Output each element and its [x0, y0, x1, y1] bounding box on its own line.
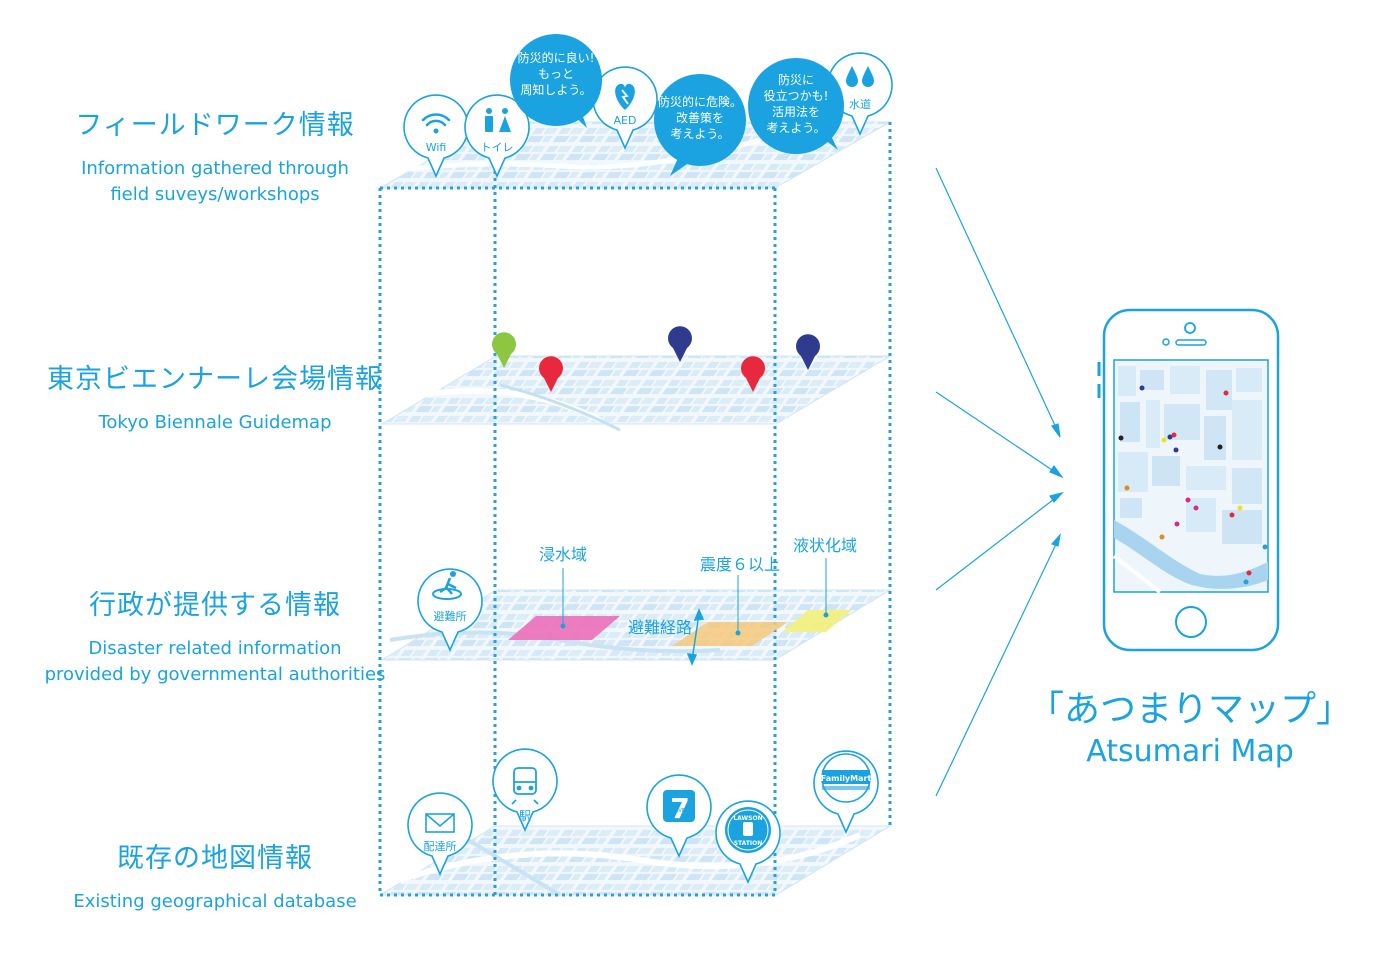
bubble-good-line-3: 周知しよう。 — [520, 83, 591, 97]
bubble-useful-line-3: 活用法を — [772, 105, 820, 119]
pin-navy-icon — [796, 334, 821, 370]
route-label: 避難経路 — [628, 618, 692, 637]
pin-navy-icon — [668, 326, 693, 362]
post-label: 配達所 — [424, 840, 457, 853]
familymart-pin: FamilyMart — [813, 750, 879, 834]
bubble-good-line-1: 防災的に良い! — [518, 50, 595, 65]
phone-map — [1112, 366, 1268, 594]
plane-biennale — [380, 355, 892, 432]
lawson-logo-icon: LAWSON STATION — [725, 807, 771, 853]
smartphone-icon — [1097, 308, 1280, 652]
layer2-title-jp: 東京ビエンナーレ会場情報 — [47, 364, 383, 395]
layer4-title: 既存の地図情報 Existing geographical database — [30, 836, 400, 915]
wifi-pin: Wifi — [403, 94, 469, 178]
flood-label: 浸水域 — [539, 545, 587, 564]
water-drop-icon — [846, 66, 874, 87]
layer3-title-en-1: Disaster related information — [88, 638, 342, 659]
layer4-title-jp: 既存の地図情報 — [117, 843, 313, 874]
bubble-useful-line-2: 役立つかも! — [764, 88, 829, 103]
seven-eleven-pin: 7 ELEVEN — [646, 774, 712, 858]
result-title-en: Atsumari Map — [1086, 734, 1294, 769]
result-title: 「あつまりマップ」 Atsumari Map — [1020, 680, 1360, 769]
aed-label: AED — [614, 114, 637, 127]
shelter-pin: 避難所 — [417, 568, 483, 652]
evacuation-person-icon — [432, 571, 462, 600]
familymart-logo-icon: FamilyMart — [821, 753, 872, 803]
wifi-icon — [421, 113, 451, 134]
layer1-title: フィールドワーク情報 Information gathered through … — [30, 103, 400, 208]
seven-eleven-logo-icon: 7 ELEVEN — [663, 790, 695, 825]
layer4-title-en-1: Existing geographical database — [73, 891, 357, 912]
liquefaction-label: 液状化域 — [793, 536, 857, 555]
biennale-pins — [492, 326, 821, 392]
liquefaction-zone — [782, 610, 852, 632]
speech-bubble-useful: 防災に 役立つかも! 活用法を 考えよう。 — [748, 58, 844, 154]
bubble-danger-line-1: 防災的に危険。 — [658, 94, 742, 109]
layer3-title: 行政が提供する情報 Disaster related information p… — [20, 583, 410, 688]
phone-map-dots — [1118, 385, 1268, 585]
dotted-edges — [378, 122, 892, 897]
pin-green-icon — [492, 332, 516, 368]
bubble-useful-line-4: 考えよう。 — [766, 121, 825, 135]
lawson-text-1: LAWSON — [733, 815, 762, 822]
wifi-label: Wifi — [426, 141, 447, 154]
post-office-pin: 配達所 — [407, 792, 473, 876]
toilet-label: トイレ — [481, 141, 514, 154]
aed-pin: AED — [592, 66, 658, 150]
station-label: 駅 — [519, 809, 531, 823]
converging-arrows — [935, 167, 1064, 797]
layer1-title-en-2: field suveys/workshops — [110, 184, 320, 205]
lawson-pin: LAWSON STATION — [715, 800, 781, 884]
layer1-title-en-1: Information gathered through — [81, 158, 349, 179]
water-label: 水道 — [849, 97, 871, 111]
route-arrow-icon — [686, 608, 705, 666]
layer3-title-en-2: provided by governmental authorities — [44, 664, 386, 685]
quake-label: 震度６以上 — [700, 555, 780, 574]
result-title-jp: 「あつまりマップ」 — [1027, 689, 1352, 730]
mail-icon — [425, 813, 455, 833]
layer2-title: 東京ビエンナーレ会場情報 Tokyo Biennale Guidemap — [20, 357, 410, 436]
layer2-title-en-1: Tokyo Biennale Guidemap — [98, 412, 332, 433]
quake-zone — [672, 622, 788, 646]
speech-bubble-good: 防災的に良い! もっと 周知しよう。 — [510, 34, 602, 128]
disaster-leaders — [560, 558, 829, 636]
train-icon — [511, 767, 539, 805]
seven-sub-text: ELEVEN — [669, 808, 689, 814]
layer1-title-jp: フィールドワーク情報 — [75, 110, 355, 141]
pin-red-icon — [539, 356, 563, 392]
familymart-text: FamilyMart — [821, 774, 872, 783]
seven-logo-text: 7 — [670, 792, 689, 825]
pin-red-icon — [741, 356, 765, 392]
bubble-useful-line-1: 防災に — [778, 72, 814, 87]
bubble-danger-line-3: 考えよう。 — [670, 127, 729, 141]
toilet-icon — [485, 108, 511, 132]
lawson-text-2: STATION — [734, 840, 763, 847]
toilet-pin: トイレ — [464, 94, 530, 178]
shelter-label: 避難所 — [434, 609, 467, 623]
bubble-danger-line-2: 改善策を — [676, 110, 724, 125]
layer3-title-jp: 行政が提供する情報 — [89, 590, 341, 621]
speech-bubble-danger: 防災的に危険。 改善策を 考えよう。 — [654, 74, 746, 176]
bubble-good-line-2: もっと — [538, 67, 574, 81]
station-pin: 駅 — [492, 748, 558, 832]
